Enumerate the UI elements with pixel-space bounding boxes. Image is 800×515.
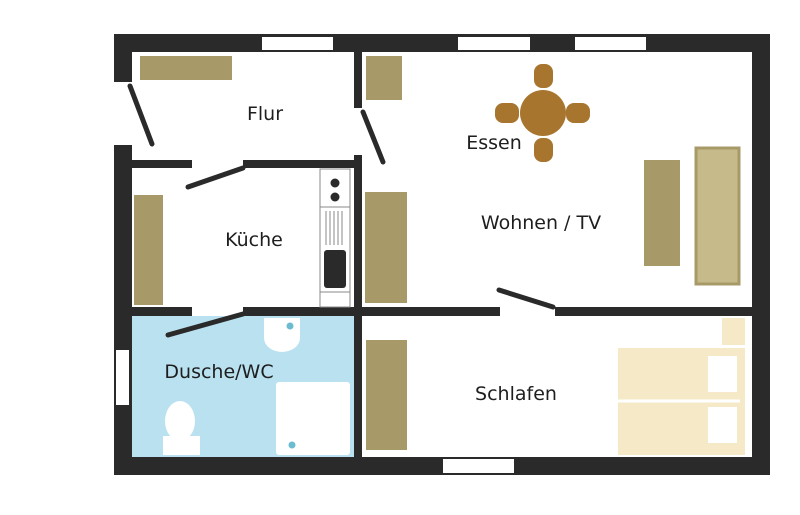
pillow bbox=[708, 356, 737, 392]
room-label-wohnen: Wohnen / TV bbox=[481, 212, 601, 234]
flur-shelf bbox=[140, 56, 232, 80]
coffee-table bbox=[644, 160, 680, 266]
stove-burner bbox=[330, 192, 340, 202]
dining-table bbox=[495, 64, 590, 162]
schlafen-wardrobe bbox=[366, 340, 407, 450]
room-label-flur: Flur bbox=[247, 103, 283, 125]
essen-cabinet bbox=[366, 56, 402, 100]
sofa-seat bbox=[702, 158, 732, 274]
kitchen-unit bbox=[319, 168, 351, 308]
nightstand bbox=[722, 318, 745, 345]
windows bbox=[116, 37, 646, 473]
washbasin bbox=[264, 318, 300, 352]
toilet bbox=[163, 401, 200, 455]
kueche-shelf bbox=[134, 195, 163, 305]
pillow bbox=[708, 407, 737, 443]
furniture bbox=[134, 56, 745, 455]
room-label-essen: Essen bbox=[466, 132, 522, 154]
shower bbox=[276, 382, 350, 455]
room-label-bad: Dusche/WC bbox=[164, 361, 273, 383]
room-label-schlafen: Schlafen bbox=[475, 383, 557, 405]
stove-burner bbox=[330, 178, 340, 188]
room-label-kueche: Küche bbox=[225, 229, 283, 251]
wohnen-cabinet bbox=[365, 192, 407, 303]
kitchen-sink bbox=[324, 250, 346, 288]
door-swings bbox=[127, 83, 556, 338]
interior-walls bbox=[132, 34, 752, 457]
